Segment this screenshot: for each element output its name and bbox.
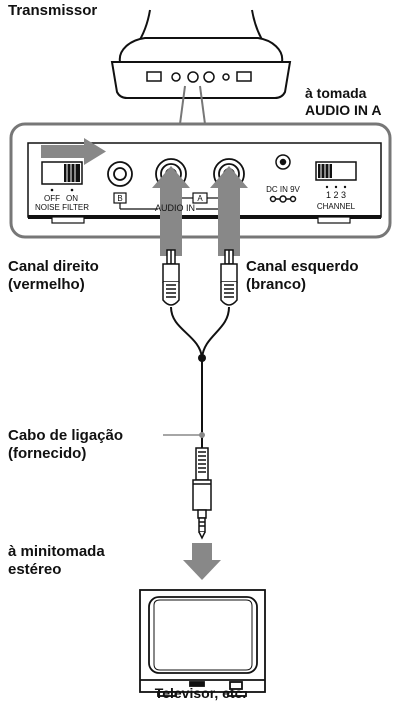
down-arrow-icon <box>183 543 221 580</box>
tv-label: Televisor, etc. <box>154 685 247 701</box>
noise-filter-label: NOISE FILTER <box>34 203 90 212</box>
audio-in-bracket <box>113 192 231 210</box>
mini-jack-label: à minitomada estéreo <box>8 543 105 578</box>
mini-plug <box>192 447 212 540</box>
jack-b-label: B <box>117 194 123 203</box>
rca-plug-left <box>220 249 238 306</box>
channel-switch <box>315 161 357 189</box>
television-illustration <box>139 589 266 697</box>
transmitter-illustration <box>110 9 292 99</box>
audio-in-label: AUDIO IN <box>154 203 195 213</box>
rca-plug-right <box>162 249 180 306</box>
connection-cable <box>170 306 230 448</box>
noise-filter-switch <box>41 161 83 192</box>
right-channel-label: Canal direito (vermelho) <box>8 258 99 293</box>
jack-b <box>107 161 133 187</box>
cable-callout-dot <box>199 432 205 438</box>
left-channel-label: Canal esquerdo (branco) <box>246 258 359 293</box>
channel-numbers-label: 1 2 3 <box>325 190 347 200</box>
jack-a-label: A <box>197 194 203 203</box>
insert-arrow-left-icon <box>210 166 248 256</box>
dc-in-jack <box>269 154 297 203</box>
audio-in-jack-label: à tomada AUDIO IN A <box>305 85 382 118</box>
transmitter-jacks <box>146 71 252 83</box>
cable-label: Cabo de ligação (fornecido) <box>8 427 124 462</box>
dc-in-label: DC IN 9V <box>266 185 300 194</box>
insert-arrow-right-icon <box>152 166 190 256</box>
on-label: ON <box>66 194 78 203</box>
transmitter-label: Transmissor <box>8 2 98 19</box>
off-label: OFF <box>44 194 60 203</box>
switch-arrow-icon <box>41 138 106 165</box>
callout-lines <box>179 85 206 125</box>
cable-junction <box>198 354 206 362</box>
channel-label: CHANNEL <box>316 202 356 211</box>
